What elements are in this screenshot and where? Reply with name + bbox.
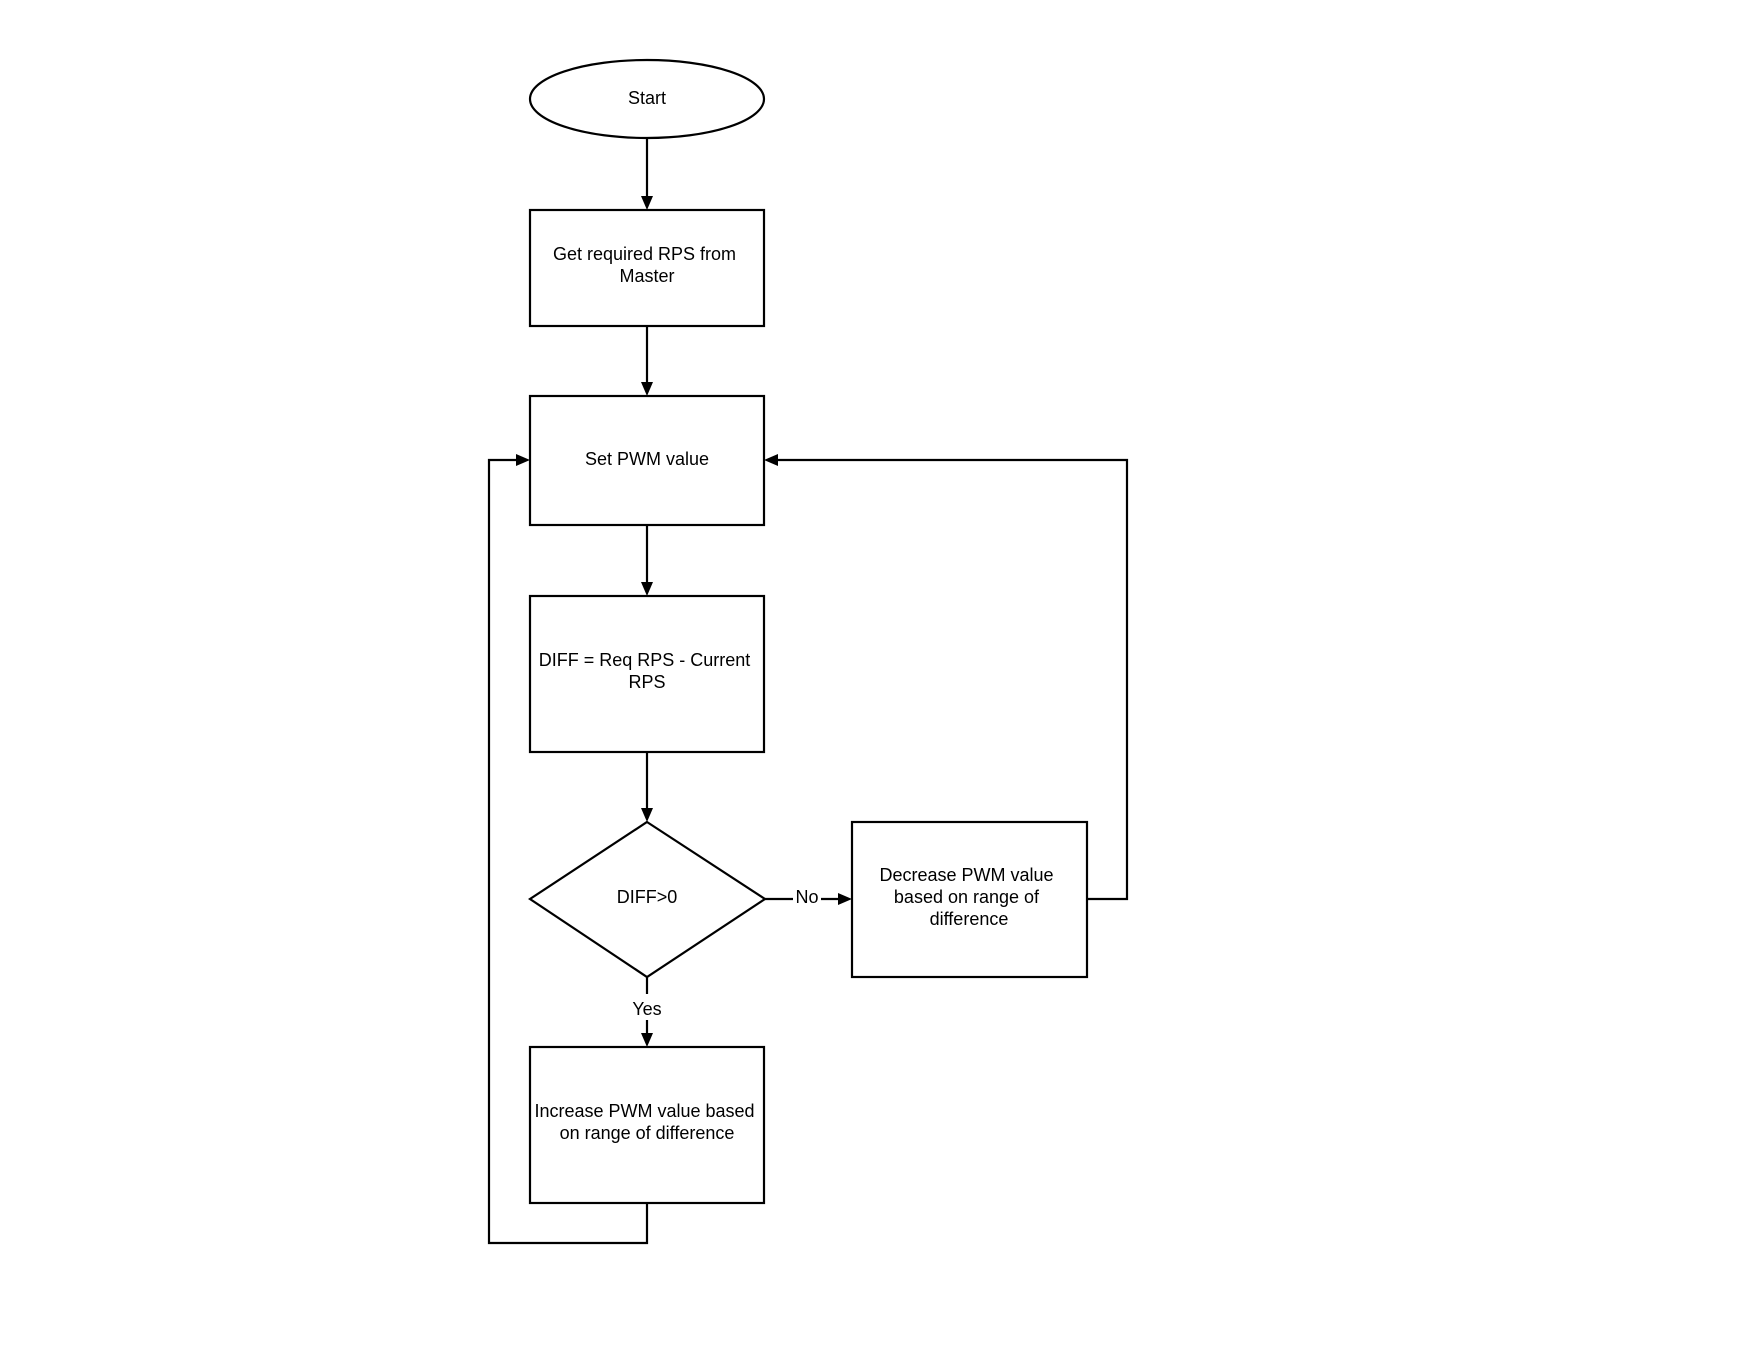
edge-diff-to-decision <box>641 752 653 822</box>
node-set-pwm: Set PWM value <box>528 394 766 527</box>
node-get-rps: Get required RPS from Master <box>528 208 766 328</box>
edge-decision-to-increase: Yes <box>628 977 666 1047</box>
node-increase: Increase PWM value based on range of dif… <box>528 1045 766 1205</box>
edge-get-rps-to-set-pwm <box>641 326 653 396</box>
node-get-rps-text: Get required RPS from Master <box>553 244 741 286</box>
node-set-pwm-text: Set PWM value <box>585 449 709 469</box>
node-decrease: Decrease PWM value based on range of dif… <box>850 820 1089 979</box>
node-diff-calc-text: DIFF = Req RPS - Current RPS <box>539 650 756 692</box>
node-diff-calc: DIFF = Req RPS - Current RPS <box>528 594 766 754</box>
node-decision: DIFF>0 <box>528 820 768 979</box>
node-decision-text: DIFF>0 <box>617 887 678 907</box>
edge-start-to-get-rps <box>641 139 653 210</box>
edge-set-pwm-to-diff <box>641 525 653 596</box>
node-start: Start <box>528 58 766 140</box>
edge-label-no: No <box>795 887 818 907</box>
node-start-text: Start <box>628 88 666 108</box>
edge-increase-to-set-pwm <box>487 454 649 1245</box>
node-increase-text: Increase PWM value based on range of dif… <box>534 1101 759 1143</box>
edge-decrease-to-set-pwm <box>764 454 1129 901</box>
edge-label-yes: Yes <box>632 999 661 1019</box>
node-decrease-text: Decrease PWM value based on range of dif… <box>879 865 1058 929</box>
edge-decision-to-decrease: No <box>765 885 852 909</box>
